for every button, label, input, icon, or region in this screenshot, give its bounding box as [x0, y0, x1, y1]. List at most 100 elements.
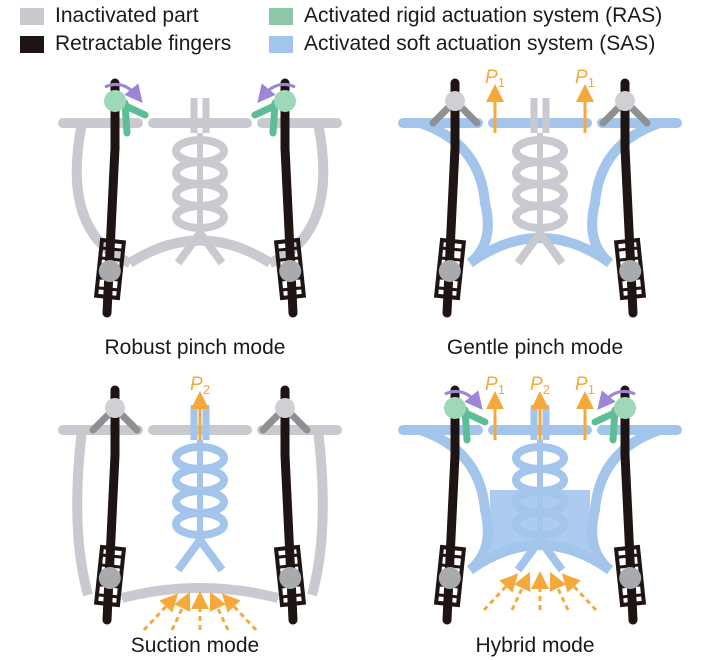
panel-hybrid: P1 P2 P1: [398, 374, 682, 625]
legend-sas: Activated soft actuation system (SAS): [269, 32, 655, 56]
finger-slider: [433, 237, 467, 301]
slider-wheel: [619, 566, 642, 589]
passive-joint: [275, 398, 295, 418]
slider-wheel: [98, 566, 121, 589]
caption-robust-pinch: Robust pinch mode: [104, 336, 286, 359]
finger-slider: [273, 544, 307, 608]
slider-rung: [277, 563, 301, 569]
slider-rung: [617, 563, 641, 569]
ras-link-outer: [461, 406, 471, 444]
ras-joint: [104, 90, 126, 112]
slider-wheel: [438, 566, 461, 589]
finger-slider: [93, 237, 127, 301]
legend-retractable-fingers: Retractable fingers: [20, 32, 231, 56]
finger-slider: [433, 544, 467, 608]
pressure-label: P2: [530, 374, 550, 397]
ras-link-outer: [121, 99, 131, 137]
slider-frame: [93, 544, 127, 608]
slider-rung: [439, 563, 463, 569]
pressure-label: P1: [485, 374, 505, 397]
slider-wheel: [98, 259, 121, 282]
pressure-label: P2: [190, 374, 210, 397]
legend-label: Activated rigid actuation system (RAS): [304, 4, 663, 27]
slider-rung: [277, 256, 301, 262]
slider-rung: [99, 256, 123, 262]
slider-wheel: [279, 566, 302, 589]
rotation-arrow-icon: [104, 83, 143, 103]
finger-slider: [613, 544, 647, 608]
suction-flow-arrow-icon: [170, 591, 191, 631]
slider-rung: [96, 286, 120, 292]
slider-rung: [280, 593, 304, 599]
soft-arch: [467, 233, 613, 268]
legend-swatch-inactive: [20, 7, 44, 25]
soft-arm-left: [418, 118, 493, 267]
slider-rung: [440, 553, 464, 559]
suction-flow-arrow-icon: [549, 571, 570, 611]
slider-rung: [440, 246, 464, 252]
panel-suction: P2: [58, 374, 342, 632]
legend-inactivated-part: Inactivated part: [20, 4, 199, 28]
bellow-legs: [174, 226, 226, 266]
outer-arm-right: [267, 122, 329, 268]
outer-arm-left: [71, 122, 133, 268]
ras-joint: [444, 397, 466, 419]
legend-ras: Activated rigid actuation system (RAS): [269, 4, 662, 28]
slider-rung: [616, 246, 640, 252]
pressure-label: P1: [485, 67, 505, 90]
soft-arm-right: [587, 425, 662, 574]
suction-flow-arrow-icon: [510, 571, 531, 611]
suction-membrane: [120, 583, 280, 603]
slider-rung: [436, 286, 460, 292]
panel-robust: [58, 78, 342, 318]
slider-rung: [620, 286, 644, 292]
slider-rung: [96, 593, 120, 599]
suction-flow-arrow-icon: [482, 573, 519, 612]
passive-joint: [105, 398, 125, 418]
bellow-legs: [514, 226, 566, 266]
slider-rung: [616, 553, 640, 559]
caption-hybrid: Hybrid mode: [475, 634, 595, 657]
rotation-arrow-icon: [444, 390, 483, 410]
slider-rung: [100, 246, 124, 252]
passive-joint: [445, 91, 465, 111]
slider-rung: [276, 553, 300, 559]
caption-gentle-pinch: Gentle pinch mode: [446, 336, 624, 359]
soft-arm-left: [418, 425, 493, 574]
outer-arm-right: [307, 429, 328, 597]
slider-wheel: [619, 259, 642, 282]
ras-link-outer: [609, 406, 619, 444]
ras-joint: [274, 90, 296, 112]
finger-slider: [93, 544, 127, 608]
pressure-label: P1: [575, 374, 595, 397]
suction-flow-arrow-icon: [209, 591, 230, 631]
ras-link-outer: [269, 99, 279, 137]
slider-rung: [436, 593, 460, 599]
legend-label: Activated soft actuation system (SAS): [304, 32, 656, 55]
slider-rung: [439, 256, 463, 262]
rotation-arrow-icon: [257, 83, 296, 103]
finger-slider: [273, 237, 307, 301]
slider-wheel: [438, 259, 461, 282]
slider-rung: [280, 286, 304, 292]
legend-swatch-sas: [269, 35, 293, 53]
slider-rung: [620, 593, 644, 599]
outer-arm-left: [72, 429, 93, 597]
slider-rung: [276, 246, 300, 252]
inner-arch: [127, 235, 273, 268]
legend-label: Retractable fingers: [55, 32, 232, 55]
slider-rung: [99, 563, 123, 569]
suction-flow-arrow-icon: [221, 593, 258, 632]
rotation-arrow-icon: [597, 390, 636, 410]
suction-flow-arrow-icon: [142, 593, 179, 632]
legend-label: Inactivated part: [55, 4, 199, 27]
slider-rung: [100, 553, 124, 559]
ras-joint: [614, 397, 636, 419]
caption-suction: Suction mode: [130, 634, 260, 657]
slider-wheel: [279, 259, 302, 282]
soft-arm-right: [587, 118, 662, 267]
finger-slider: [613, 237, 647, 301]
bellow-legs: [174, 533, 226, 573]
